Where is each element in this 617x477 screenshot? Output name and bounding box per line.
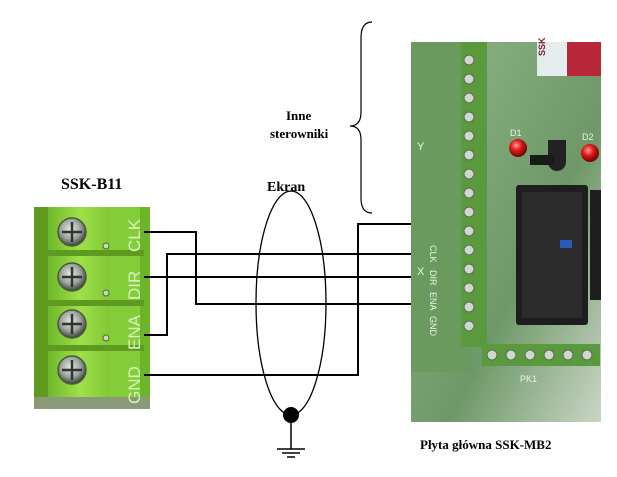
terminal-label-gnd: GND [125, 366, 144, 404]
silkscreen-ena: ENA [428, 292, 438, 311]
silkscreen-y: Y [417, 141, 425, 153]
header-pins [463, 54, 475, 332]
others-label-line2: sterowniki [270, 126, 329, 141]
wire-gnd [144, 223, 411, 376]
others-label-line1: Inne [286, 108, 312, 123]
shield-label: Ekran [267, 180, 305, 195]
silkscreen-d2: D2 [582, 132, 594, 142]
silkscreen-d1: D1 [510, 128, 522, 138]
ground-icon [277, 423, 305, 458]
ssk-b11-terminal-block: CLK DIR ENA GND [34, 207, 150, 409]
relay-icon [516, 185, 588, 325]
shield-ground-point [283, 407, 299, 423]
terminal-label-ena: ENA [125, 314, 144, 350]
wire-ena [144, 253, 411, 336]
terminal-label-dir: DIR [125, 271, 144, 300]
silkscreen-x: X [417, 266, 425, 278]
terminal-label-clk: CLK [125, 218, 144, 252]
screw-icon [57, 355, 87, 385]
led-icon [509, 139, 527, 157]
cable-shield [255, 190, 327, 458]
silkscreen-pk1: PK1 [520, 374, 537, 384]
others-brace [349, 21, 373, 214]
mainboard-caption: Płyta główna SSK-MB2 [420, 437, 551, 452]
screw-icon [57, 262, 87, 292]
silkscreen-clk: CLK [428, 245, 438, 263]
silkscreen-gnd: GND [428, 316, 438, 337]
driver-title: SSK-B11 [61, 176, 122, 193]
screw-icon [57, 309, 87, 339]
signal-wires [144, 223, 411, 376]
silkscreen-dir: DIR [428, 270, 438, 286]
silkscreen-logo: SSK [537, 37, 547, 56]
ssk-mb2-board: SSK Y X CLK DIR ENA GND D1 D2 PK1 [411, 37, 601, 422]
led-icon [581, 144, 599, 162]
wire-clk [144, 231, 411, 305]
screw-icon [57, 217, 87, 247]
